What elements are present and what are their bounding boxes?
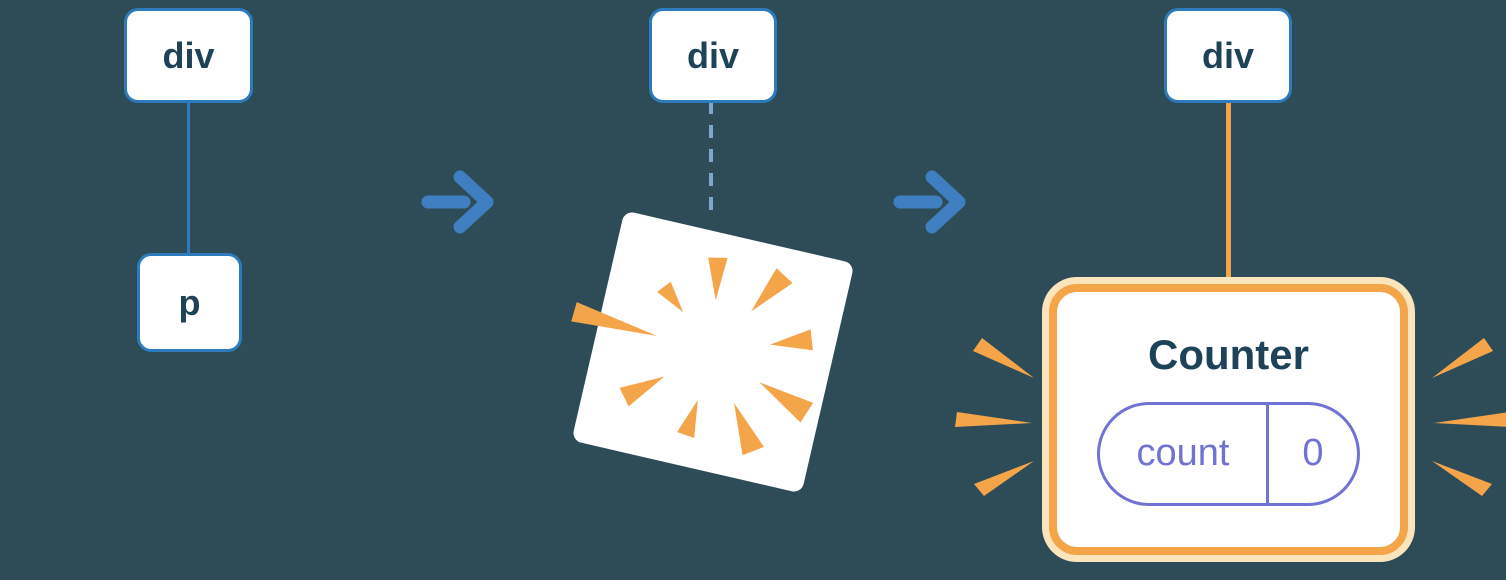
dom-node-label: div (686, 34, 739, 76)
poof-burst-icon (571, 257, 814, 456)
dom-node-div-after: div (1164, 8, 1292, 103)
dom-node-p-before: p (137, 253, 242, 352)
transition-arrow-2-icon (893, 170, 966, 234)
deleted-subtree-card (571, 210, 855, 494)
tree-edge-deleting-dashed (709, 101, 713, 221)
emphasis-sparks-left-icon (955, 338, 1034, 496)
tree-edge-before (187, 100, 190, 256)
state-key-label: count (1100, 404, 1269, 503)
dom-node-label: p (178, 281, 201, 323)
state-pill: count 0 (1097, 401, 1360, 506)
dom-node-div-before: div (124, 8, 253, 103)
dom-node-label: div (1201, 34, 1254, 76)
state-value: 0 (1302, 432, 1324, 474)
dom-node-div-deleting: div (649, 8, 777, 103)
counter-title: Counter (1148, 330, 1309, 378)
counter-component-card: Counter count 0 (1049, 284, 1408, 555)
dom-node-label: div (162, 34, 215, 76)
transition-arrow-1-icon (421, 170, 494, 234)
tree-edge-after-orange (1226, 101, 1231, 296)
emphasis-sparks-right-icon (1432, 338, 1506, 496)
